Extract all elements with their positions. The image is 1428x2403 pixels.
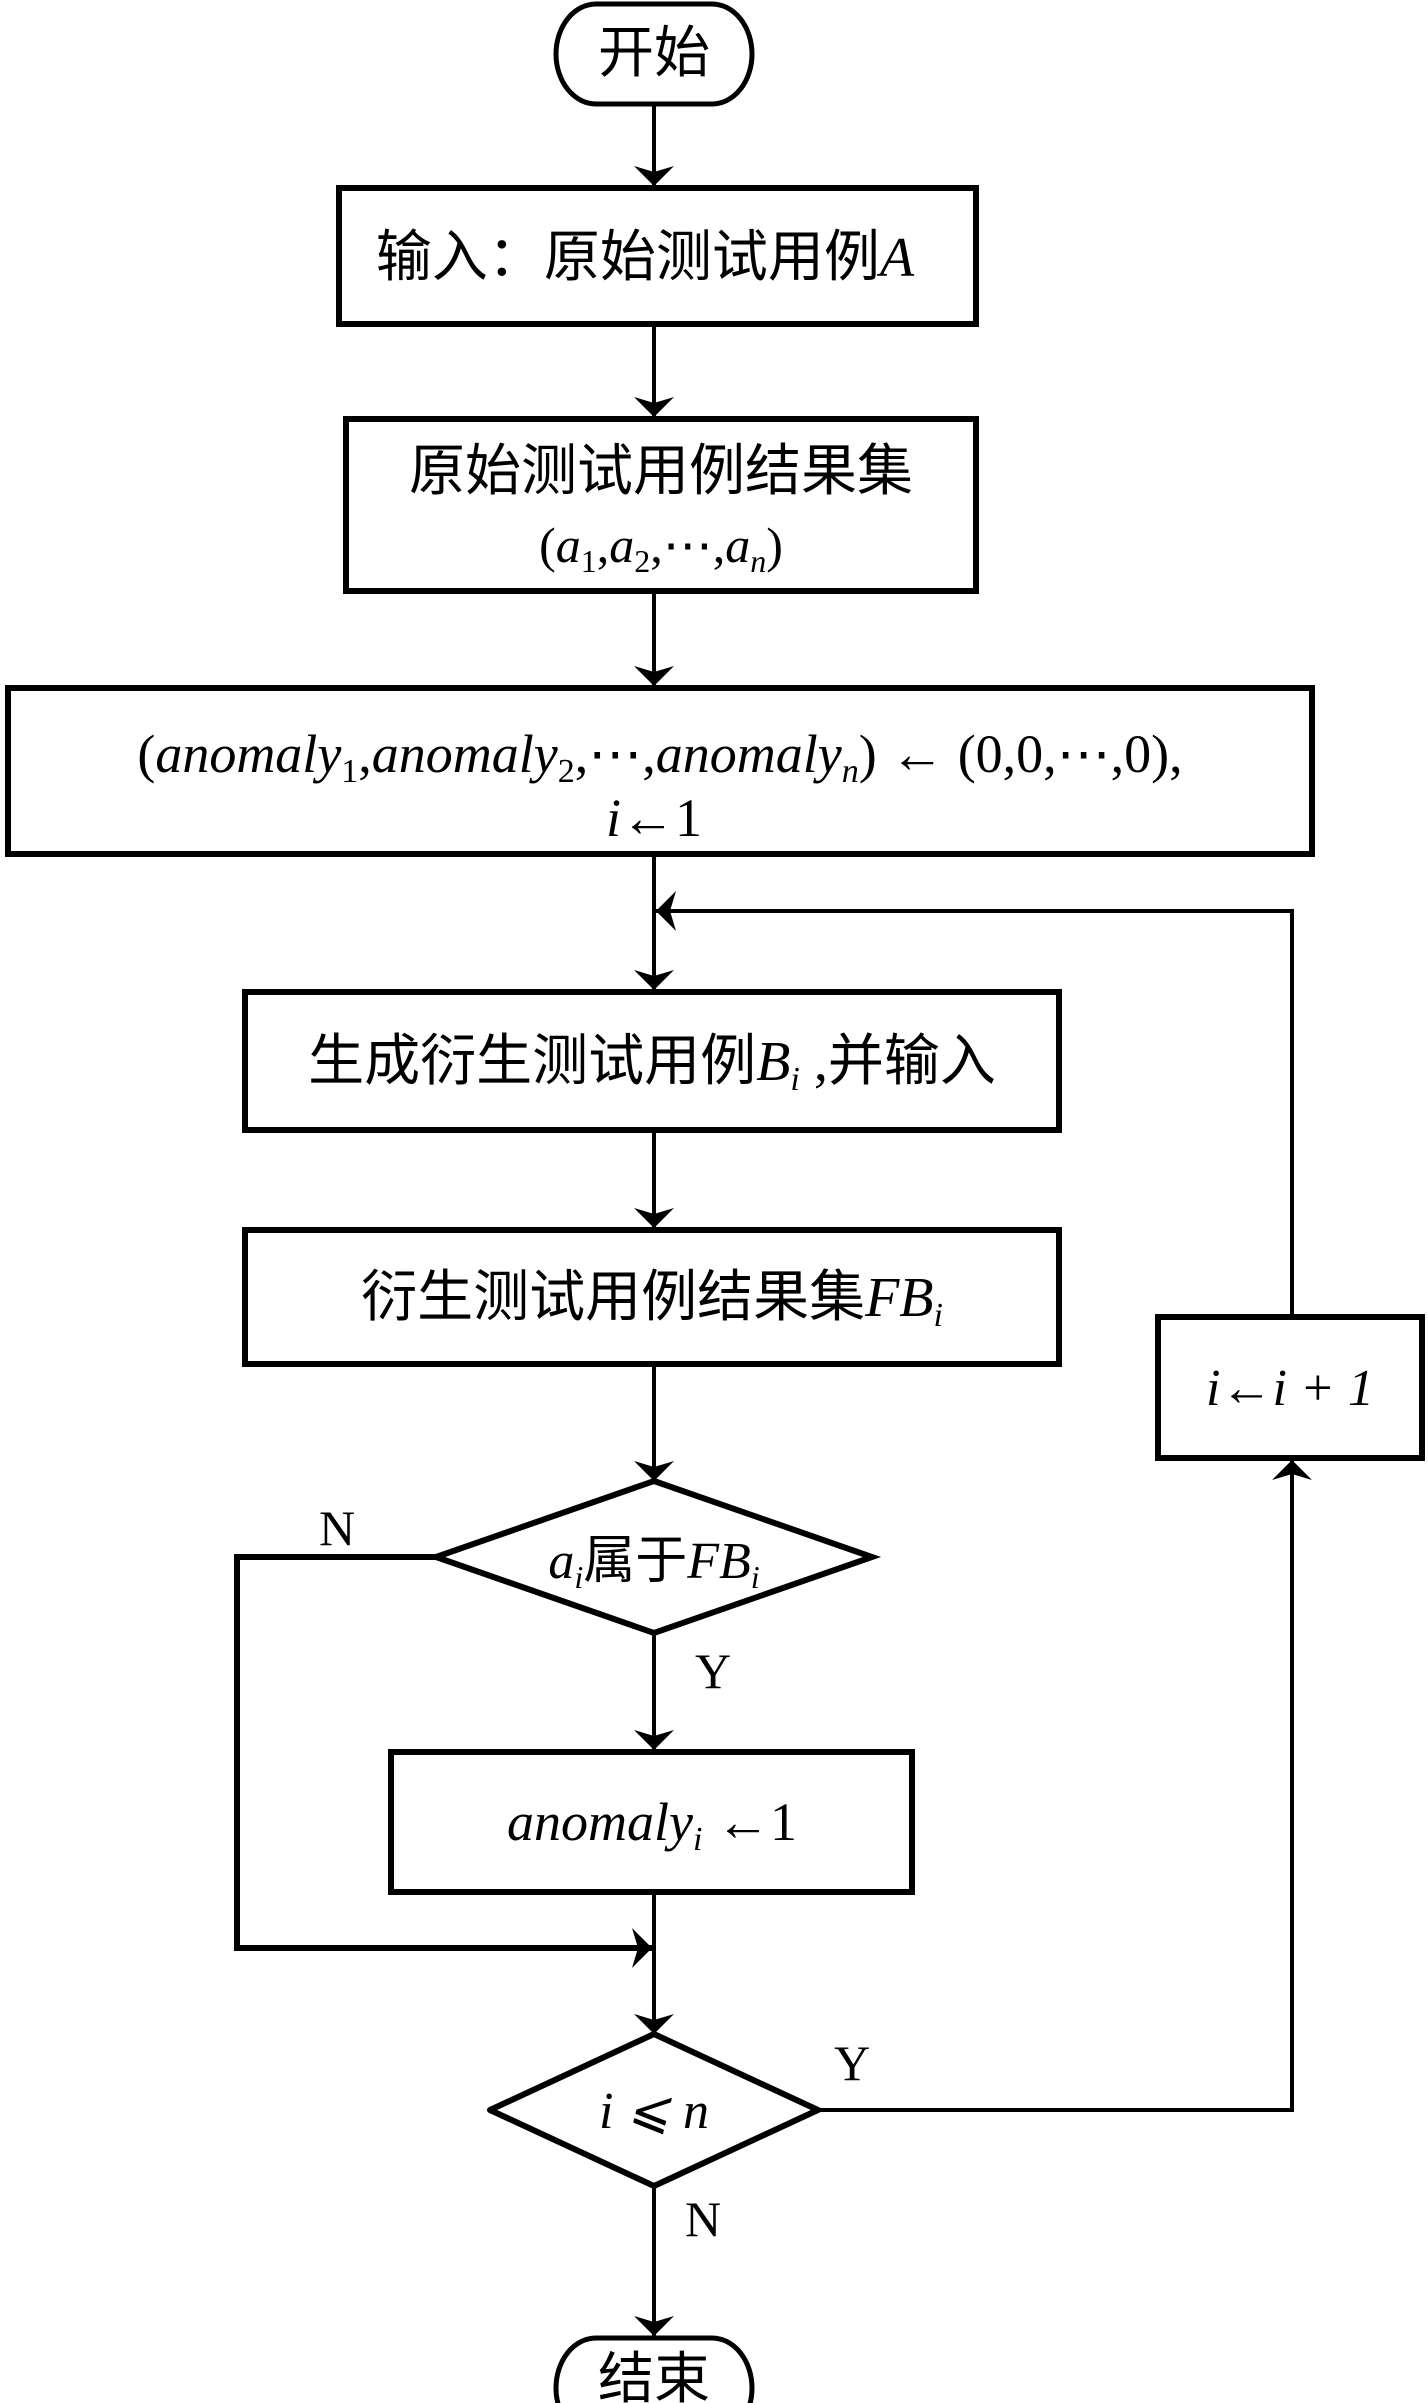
derived-label: 衍生测试用例结果集 — [361, 1267, 865, 1329]
init-line1: (anomaly1,anomaly2,⋯,anomalyn) ← (0,0,⋯,… — [137, 724, 1182, 790]
decision2-label: i ⩽ n — [599, 2083, 709, 2140]
input-label: 输入：原始测试用例 — [376, 227, 880, 289]
generate-label: 生成衍生测试用例 — [308, 1031, 756, 1093]
decision1-no-line — [234, 1554, 652, 1968]
derived-var: FB — [864, 1267, 933, 1329]
decision2-yes-line — [818, 1460, 1312, 2112]
set-anomaly-label: anomalyi ←1 — [507, 1792, 797, 1858]
input-box: 输入：原始测试用例A — [336, 185, 979, 327]
decision1-diamond: ai属于FBi — [426, 1477, 882, 1637]
result-set-vector: (a1,a2,⋯,an) — [539, 517, 783, 579]
decision2-diamond: i ⩽ n — [487, 2031, 821, 2189]
loop-back-line — [656, 891, 1294, 1315]
generate-suffix: ,并输入 — [800, 1031, 996, 1093]
svg-text:输入：原始测试用例A: 输入：原始测试用例A — [376, 227, 915, 289]
decision1-yes-label: Y — [695, 1643, 731, 1699]
derived-sub: i — [933, 1297, 942, 1334]
decision1-no-label: N — [319, 1500, 355, 1556]
input-var: A — [876, 227, 915, 289]
generate-box: 生成衍生测试用例Bi ,并输入 — [242, 989, 1062, 1133]
increment-label: i←i + 1 — [1206, 1360, 1374, 1417]
start-node: 开始 — [553, 1, 755, 107]
decision2-yes-label: Y — [834, 2035, 870, 2091]
decision1-label: ai属于FBi — [548, 1533, 759, 1595]
result-set-label: 原始测试用例结果集 — [409, 441, 913, 503]
result-set-box: 原始测试用例结果集 (a1,a2,⋯,an) — [343, 416, 979, 594]
end-label: 结束 — [598, 2349, 710, 2403]
generate-sub: i — [790, 1061, 799, 1098]
increment-box: i←i + 1 — [1155, 1314, 1425, 1461]
start-label: 开始 — [598, 23, 710, 85]
decision2-no-label: N — [685, 2191, 721, 2247]
svg-text:衍生测试用例结果集FBi: 衍生测试用例结果集FBi — [361, 1267, 943, 1334]
svg-text:生成衍生测试用例Bi ,并输入: 生成衍生测试用例Bi ,并输入 — [308, 1031, 996, 1098]
init-line2: i←1 — [606, 788, 702, 848]
derived-set-box: 衍生测试用例结果集FBi — [242, 1227, 1062, 1367]
set-anomaly-box: anomalyi ←1 — [388, 1749, 915, 1895]
init-box: (anomaly1,anomaly2,⋯,anomalyn) ← (0,0,⋯,… — [5, 685, 1315, 857]
end-node: 结束 — [553, 2335, 755, 2403]
generate-var: B — [756, 1031, 790, 1093]
